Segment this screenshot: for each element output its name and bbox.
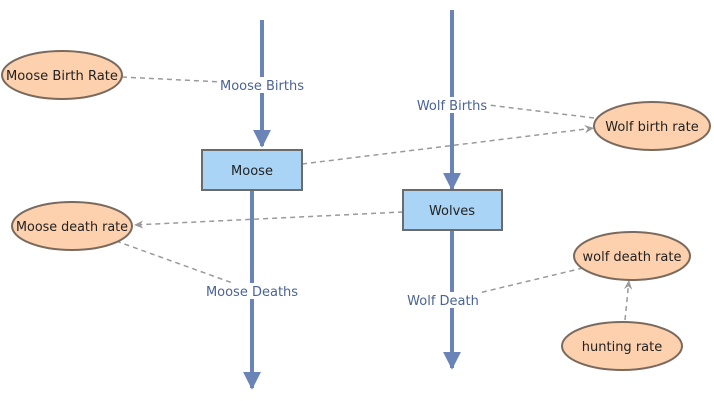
wolf-death-label: Wolf Death — [407, 294, 479, 309]
rate-moose-death-rate[interactable]: Moose death rate — [11, 201, 133, 251]
rate-wolf-death-rate[interactable]: wolf death rate — [573, 231, 691, 281]
stock-wolves[interactable]: Wolves — [402, 189, 503, 231]
stock-moose[interactable]: Moose — [201, 149, 303, 191]
rate-wolf-death-rate-label: wolf death rate — [583, 250, 682, 265]
stock-moose-label: Moose — [231, 164, 273, 179]
moose-deaths-label-group: Moose Deaths — [206, 283, 300, 300]
link-hunting-rate-to-wolf-death-rate — [623, 279, 633, 321]
rate-moose-birth-rate[interactable]: Moose Birth Rate — [1, 50, 123, 100]
link-moose-death-rate-to-deaths — [115, 240, 253, 291]
rate-wolf-birth-rate[interactable]: Wolf birth rate — [593, 101, 711, 151]
rate-moose-death-rate-label: Moose death rate — [16, 220, 128, 235]
rate-hunting-rate-label: hunting rate — [582, 340, 662, 355]
wolf-births-label-group: Wolf Births — [414, 97, 490, 114]
link-wolf-death-rate-to-death — [457, 267, 584, 300]
moose-deaths-label: Moose Deaths — [206, 285, 298, 300]
stock-wolves-label: Wolves — [429, 204, 475, 219]
moose-births-label-group: Moose Births — [219, 77, 305, 94]
rate-wolf-birth-rate-label: Wolf birth rate — [605, 120, 698, 135]
moose-births-label: Moose Births — [220, 79, 304, 94]
rate-hunting-rate[interactable]: hunting rate — [561, 321, 683, 371]
rate-moose-birth-rate-label: Moose Birth Rate — [6, 69, 118, 84]
link-wolves-to-moose-death-rate — [133, 211, 404, 229]
wolf-births-label: Wolf Births — [417, 99, 488, 114]
wolf-death-label-group: Wolf Death — [404, 292, 482, 309]
link-moose-to-wolf-birth-rate — [301, 124, 595, 165]
